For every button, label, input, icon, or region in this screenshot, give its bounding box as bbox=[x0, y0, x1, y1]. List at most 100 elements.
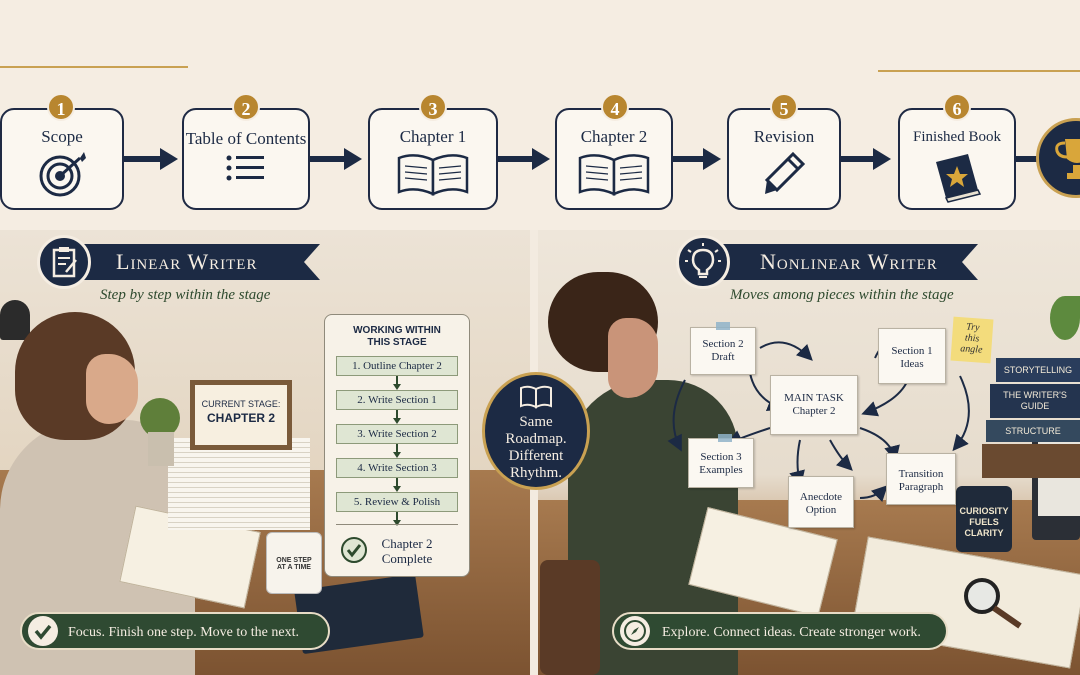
book-stack-base bbox=[982, 444, 1080, 478]
down-arrow bbox=[393, 520, 401, 526]
note-section-1-ideas: Section 1 Ideas bbox=[878, 328, 946, 384]
mug-text: FUELS bbox=[969, 517, 999, 527]
roadmap-arrow bbox=[310, 156, 348, 162]
book-icon bbox=[520, 385, 552, 409]
complete-line: Chapter 2 bbox=[381, 536, 433, 551]
sticky-try-this-angle: Try this angle bbox=[950, 316, 994, 364]
note-line: Examples bbox=[699, 464, 743, 476]
card-heading: THIS STAGE bbox=[367, 337, 427, 348]
connector bbox=[396, 410, 398, 418]
linear-step: 1. Outline Chapter 2 bbox=[336, 356, 458, 376]
chair bbox=[540, 560, 600, 675]
connector bbox=[396, 478, 398, 486]
nonlinear-footer: Explore. Connect ideas. Create stronger … bbox=[612, 612, 948, 650]
linear-subtitle: Step by step within the stage bbox=[100, 287, 271, 303]
roadmap-arrow-head bbox=[703, 148, 721, 170]
linear-step: 4. Write Section 3 bbox=[336, 458, 458, 478]
roadmap-step-chapter-1: Chapter 1 bbox=[368, 108, 498, 210]
check-badge bbox=[28, 616, 58, 646]
mug-text: CLARITY bbox=[964, 528, 1004, 538]
step-number: 4 bbox=[601, 93, 629, 121]
connector bbox=[396, 376, 398, 384]
note-transition-paragraph: Transition Paragraph bbox=[886, 453, 956, 505]
decorative-line-right bbox=[878, 70, 1080, 72]
linear-step: 5. Review & Polish bbox=[336, 492, 458, 512]
open-book-icon bbox=[397, 154, 469, 196]
book-storytelling: STORYTELLING bbox=[996, 358, 1080, 382]
mug-text: AT A TIME bbox=[277, 564, 311, 571]
note-line: Chapter 2 bbox=[792, 405, 836, 417]
mug-one-step: ONE STEP AT A TIME bbox=[266, 532, 322, 594]
star-book-icon bbox=[936, 154, 982, 203]
down-arrow bbox=[393, 384, 401, 390]
card-heading: WORKING WITHIN bbox=[353, 325, 441, 336]
book-title: STRUCTURE bbox=[1005, 426, 1061, 436]
step-title: Scope bbox=[41, 127, 83, 146]
note-anecdote-option: Anecdote Option bbox=[788, 476, 854, 528]
step-title: Table of Contents bbox=[185, 129, 307, 148]
roadmap-step-chapter-2: Chapter 2 bbox=[555, 108, 673, 210]
step-title: Chapter 1 bbox=[399, 127, 467, 146]
connector bbox=[396, 444, 398, 452]
compass-badge bbox=[620, 616, 650, 646]
badge-line: Different bbox=[508, 448, 564, 464]
roadmap-arrow-head bbox=[344, 148, 362, 170]
badge-line: Roadmap. bbox=[505, 431, 567, 447]
roadmap-step-finished-book: Finished Book bbox=[898, 108, 1016, 210]
linear-step: 3. Write Section 2 bbox=[336, 424, 458, 444]
plant-pot bbox=[148, 432, 174, 466]
paper-stack bbox=[168, 438, 310, 530]
linear-banner: Linear Writer bbox=[60, 244, 304, 280]
roadmap-arrow-head bbox=[873, 148, 891, 170]
nonlinear-subtitle: Moves among pieces within the stage bbox=[730, 287, 954, 303]
roadmap-arrow bbox=[498, 156, 536, 162]
decorative-line-left bbox=[0, 66, 188, 68]
step-title: Finished Book bbox=[913, 129, 1001, 145]
compass-icon bbox=[624, 620, 646, 642]
note-line: Anecdote bbox=[799, 491, 843, 503]
complete-line: Complete bbox=[381, 551, 433, 566]
roadmap-step-revision: Revision bbox=[727, 108, 841, 210]
target-icon bbox=[39, 152, 86, 197]
banner-tail bbox=[962, 244, 978, 280]
step-number: 5 bbox=[770, 93, 798, 121]
list-icon bbox=[226, 155, 264, 181]
mug-curiosity: CURIOSITY FUELS CLARITY bbox=[956, 486, 1012, 552]
note-line: Ideas bbox=[900, 358, 924, 370]
note-line: Section 1 bbox=[891, 345, 933, 357]
linear-step: 2. Write Section 1 bbox=[336, 390, 458, 410]
note-line: Draft bbox=[711, 351, 735, 363]
plant bbox=[140, 398, 180, 438]
badge-line: Rhythm. bbox=[509, 465, 563, 481]
tape bbox=[716, 322, 730, 330]
divider bbox=[336, 524, 458, 525]
book-writers-guide: THE WRITER'S GUIDE bbox=[990, 384, 1080, 418]
step-number: 1 bbox=[47, 93, 75, 121]
book-title: GUIDE bbox=[1020, 401, 1050, 411]
step-title: Chapter 2 bbox=[580, 127, 648, 146]
stage-value: CHAPTER 2 bbox=[206, 411, 275, 425]
down-arrow bbox=[393, 418, 401, 424]
stage-label: CURRENT STAGE: bbox=[201, 399, 281, 409]
note-main-task: MAIN TASK Chapter 2 bbox=[770, 375, 858, 435]
step-title: Revision bbox=[753, 127, 815, 146]
open-book-icon bbox=[578, 154, 650, 196]
step-number: 6 bbox=[943, 93, 971, 121]
trophy-badge bbox=[1036, 118, 1080, 198]
down-arrow bbox=[393, 486, 401, 492]
banner-tail bbox=[304, 244, 320, 280]
note-line: Transition bbox=[898, 468, 944, 480]
note-line: Section 3 bbox=[700, 451, 742, 463]
connector bbox=[396, 512, 398, 520]
note-section-3-examples: Section 3 Examples bbox=[688, 438, 754, 488]
writer-face bbox=[608, 318, 658, 398]
check-icon bbox=[34, 624, 52, 640]
roadmap-arrow bbox=[1016, 156, 1040, 162]
writer-face bbox=[86, 354, 138, 424]
desk-lamp bbox=[0, 300, 30, 340]
badge-line: Same bbox=[519, 414, 553, 430]
trophy-icon bbox=[1055, 139, 1080, 179]
pencil-icon bbox=[764, 151, 806, 194]
chapter-complete: Chapter 2 Complete bbox=[372, 536, 442, 566]
note-line: MAIN TASK bbox=[784, 392, 844, 404]
